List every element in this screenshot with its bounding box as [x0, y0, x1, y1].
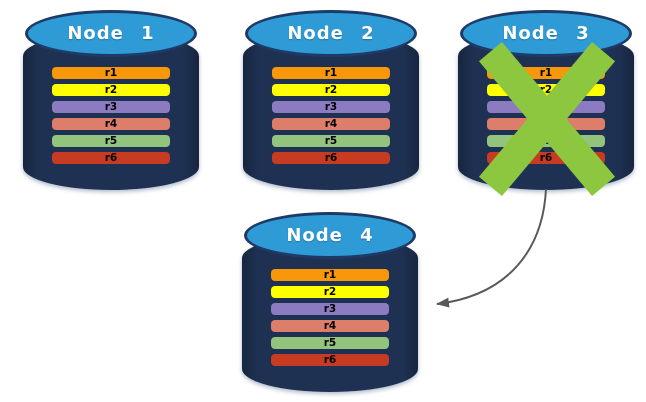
replica-row-r4: r4 — [271, 320, 389, 332]
row-label: r2 — [324, 84, 338, 96]
replica-row-r2: r2 — [271, 286, 389, 298]
row-label: r2 — [539, 84, 553, 96]
node-2-cylinder: Node 2 r1 r2 r3 r4 r5 r6 — [243, 8, 419, 190]
replica-row-r5: r5 — [52, 135, 170, 147]
cylinder-top: Node 3 — [460, 10, 632, 57]
cylinder-top: Node 1 — [25, 10, 197, 57]
node-title: Node 1 — [67, 23, 155, 44]
replica-row-r1: r1 — [272, 67, 390, 79]
row-label: r4 — [539, 118, 553, 130]
replica-rows: r1 r2 r3 r4 r5 r6 — [487, 67, 605, 169]
row-label: r3 — [323, 303, 337, 315]
node-1-cylinder: Node 1 r1 r2 r3 r4 r5 r6 — [23, 8, 199, 190]
row-label: r6 — [539, 152, 553, 164]
node-title: Node 4 — [286, 225, 374, 246]
replica-row-r5: r5 — [272, 135, 390, 147]
replica-row-r6: r6 — [487, 152, 605, 164]
row-label: r6 — [323, 354, 337, 366]
replica-row-r2: r2 — [487, 84, 605, 96]
replica-row-r6: r6 — [272, 152, 390, 164]
replica-row-r5: r5 — [271, 337, 389, 349]
replica-row-r6: r6 — [271, 354, 389, 366]
replica-row-r1: r1 — [487, 67, 605, 79]
row-label: r2 — [104, 84, 118, 96]
row-label: r4 — [323, 320, 337, 332]
row-label: r1 — [323, 269, 337, 281]
replica-row-r3: r3 — [487, 101, 605, 113]
row-label: r4 — [324, 118, 338, 130]
replica-row-r4: r4 — [52, 118, 170, 130]
row-label: r5 — [324, 135, 338, 147]
node-3-cylinder: Node 3 r1 r2 r3 r4 r5 r6 — [458, 8, 634, 197]
row-label: r2 — [323, 286, 337, 298]
replica-row-r6: r6 — [52, 152, 170, 164]
row-label: r6 — [324, 152, 338, 164]
node-title: Node 2 — [287, 23, 375, 44]
cylinder-top: Node 2 — [245, 10, 417, 57]
row-label: r1 — [104, 67, 118, 79]
node-4-cylinder: Node 4 r1 r2 r3 r4 r5 r6 — [242, 210, 418, 392]
replica-row-r4: r4 — [272, 118, 390, 130]
node-title: Node 3 — [502, 23, 590, 44]
row-label: r6 — [104, 152, 118, 164]
replica-row-r1: r1 — [52, 67, 170, 79]
row-label: r1 — [539, 67, 553, 79]
row-label: r1 — [324, 67, 338, 79]
replica-row-r3: r3 — [272, 101, 390, 113]
replica-row-r2: r2 — [272, 84, 390, 96]
row-label: r3 — [104, 101, 118, 113]
replica-row-r5: r5 — [487, 135, 605, 147]
row-label: r3 — [539, 101, 553, 113]
replica-row-r2: r2 — [52, 84, 170, 96]
replica-rows: r1 r2 r3 r4 r5 r6 — [271, 269, 389, 371]
replica-rows: r1 r2 r3 r4 r5 r6 — [272, 67, 390, 169]
row-label: r5 — [104, 135, 118, 147]
replica-rows: r1 r2 r3 r4 r5 r6 — [52, 67, 170, 169]
row-label: r5 — [539, 135, 553, 147]
replica-row-r4: r4 — [487, 118, 605, 130]
row-label: r5 — [323, 337, 337, 349]
replica-row-r3: r3 — [52, 101, 170, 113]
row-label: r3 — [324, 101, 338, 113]
replica-row-r3: r3 — [271, 303, 389, 315]
cylinder-top: Node 4 — [244, 212, 416, 259]
row-label: r4 — [104, 118, 118, 130]
replica-row-r1: r1 — [271, 269, 389, 281]
